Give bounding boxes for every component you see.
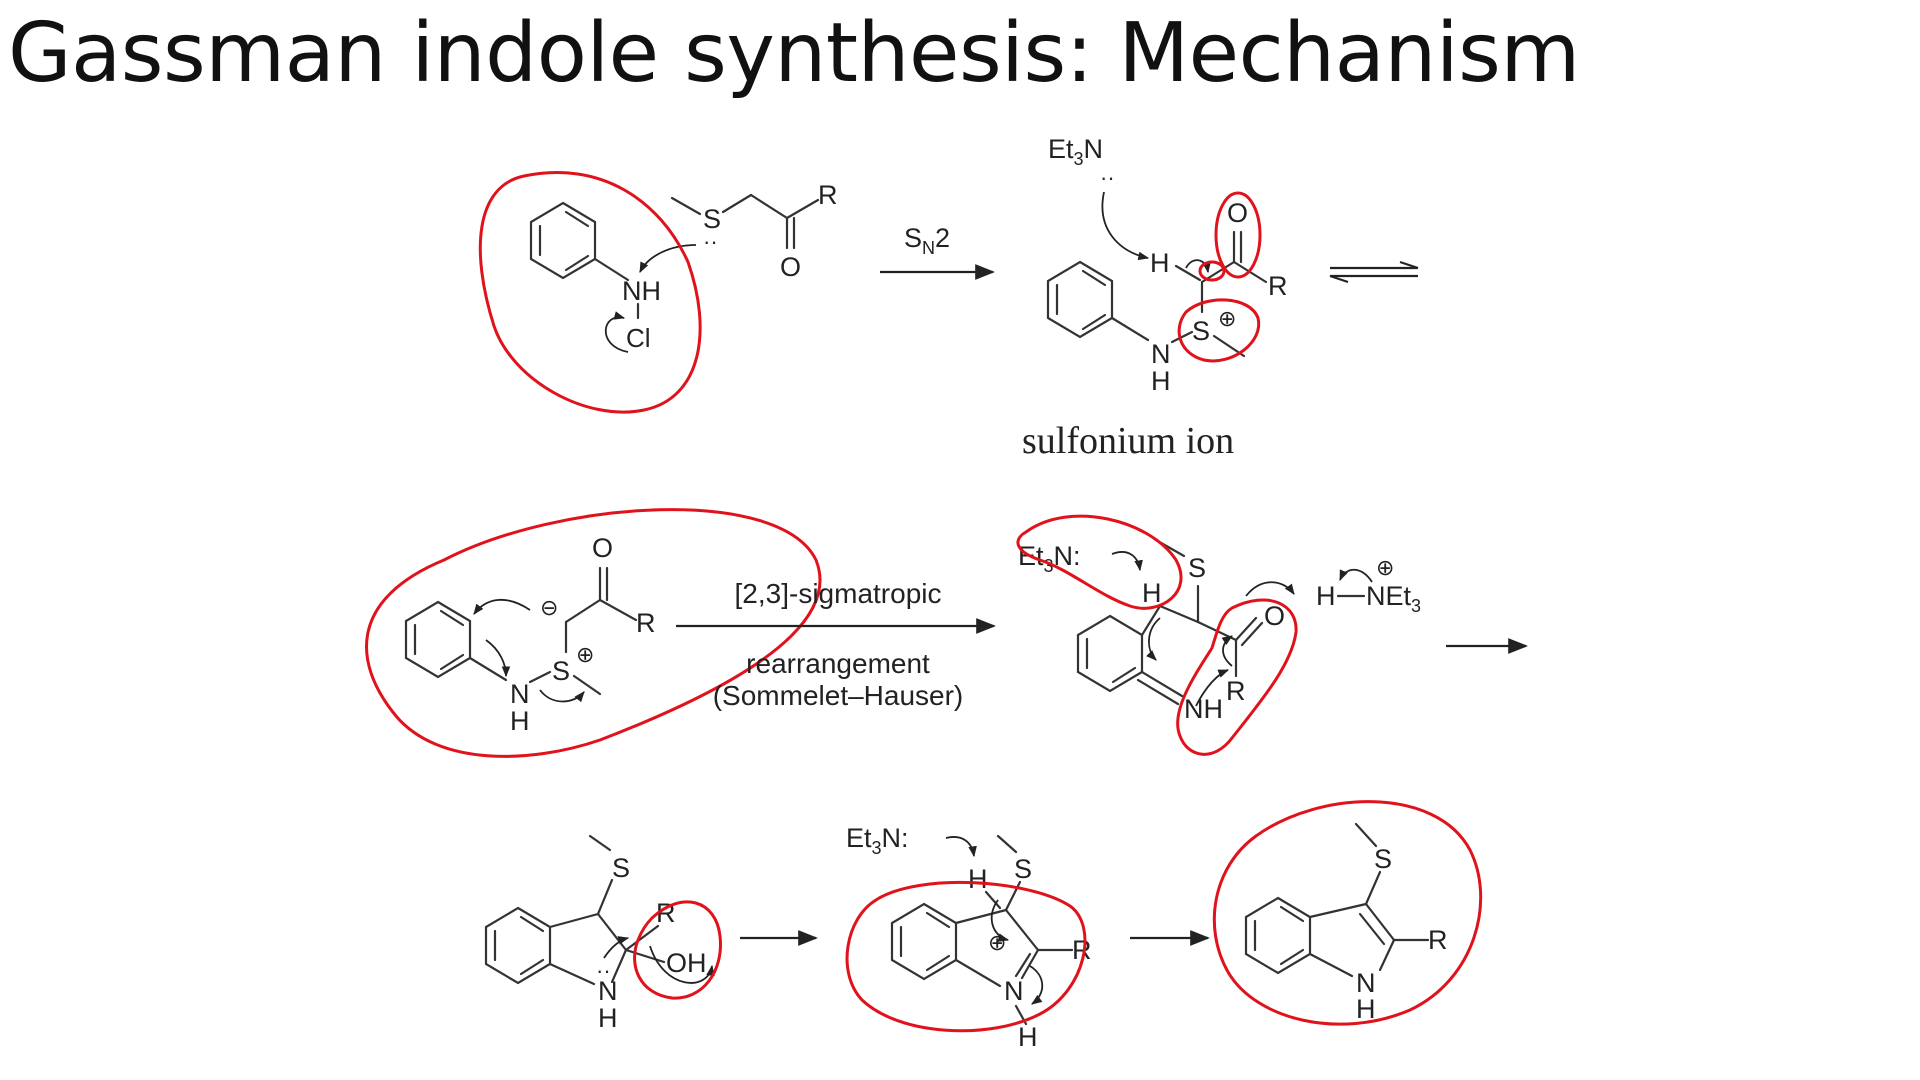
svg-text:[2,3]-sigmatropic: [2,3]-sigmatropic: [735, 578, 942, 609]
svg-text:Et3N: Et3N: [1048, 134, 1103, 169]
red-circle-nchloroaniline: [478, 171, 702, 414]
methylthio-ketone: S ·· R O: [639, 180, 838, 282]
n-lone-pair-dots: ··: [596, 958, 611, 983]
svg-text:rearrangement: rearrangement: [746, 648, 930, 679]
red-circle-carbonyl-imine: [1176, 598, 1298, 756]
indoleninium-intermediate: N ⊕ H H S R: [890, 834, 1092, 1052]
n-label: N: [598, 976, 618, 1006]
equilibrium-arrows: [1329, 261, 1419, 283]
s-label: S: [1374, 844, 1392, 874]
red-circle-base-h: [1016, 514, 1183, 610]
s-plus-charge: ⊕: [1218, 306, 1236, 331]
red-circle-hydroxyl: [633, 900, 722, 1000]
r-label: R: [1072, 935, 1092, 965]
red-circle-carbonyl-o: [1214, 191, 1262, 279]
oh-label: OH: [666, 948, 707, 978]
n-label: N: [1004, 976, 1024, 1006]
sulfonium-ylide: N H S ⊕ ⊖ R O: [404, 533, 656, 736]
cl-leaving-arrow: [604, 311, 629, 353]
svg-text:Et3N:: Et3N:: [1018, 541, 1081, 576]
h-label: H: [968, 864, 988, 894]
sulfonium-ion: N H S ⊕ H R O: [1046, 198, 1288, 396]
s-attack-arrow: [639, 244, 697, 273]
sulfonium-caption: sulfonium ion: [1022, 420, 1234, 462]
n-label: N: [510, 679, 530, 709]
s-lone-pair-dots: ··: [703, 229, 718, 254]
s-label: S: [1188, 553, 1206, 583]
n-lone-pair-dots: ··: [1100, 165, 1115, 190]
o-label: O: [780, 252, 801, 282]
red-circle-sulfonium: [1177, 298, 1261, 363]
n-chloroaniline: NH Cl: [529, 201, 661, 353]
cl-label: Cl: [626, 323, 651, 353]
r-label: R: [818, 180, 838, 210]
n-label: N: [1151, 339, 1171, 369]
hemiaminal-intermediate: N H ·· S R OH: [484, 834, 715, 1033]
ammonium-plus-charge: ⊕: [1376, 555, 1394, 580]
red-circle-indole-product: [1212, 800, 1483, 1026]
s-label: S: [612, 853, 630, 883]
deprotonation-arrow-1: [1101, 191, 1150, 261]
s-label: S: [552, 656, 570, 686]
o-label: O: [1227, 198, 1248, 228]
svg-text:NEt3: NEt3: [1366, 581, 1421, 616]
r-label: R: [1226, 676, 1246, 706]
nh-h-label: H: [1018, 1022, 1038, 1052]
n-label: N: [1356, 968, 1376, 998]
nh-h-label: H: [1356, 994, 1376, 1024]
red-circle-ylide: [365, 508, 822, 758]
h-label: H: [1142, 578, 1162, 608]
carbanion-charge: ⊖: [540, 595, 558, 620]
s-label: S: [703, 204, 721, 234]
rearranged-imine-intermediate: H S O R NH: [1076, 538, 1295, 724]
svg-text:SN2: SN2: [904, 223, 950, 258]
s-label: S: [1192, 316, 1210, 346]
sigmatropic-arrow: [2,3]-sigmatropic rearrangement (Sommele…: [676, 578, 996, 711]
s-label: S: [1014, 854, 1032, 884]
nh-h-label: H: [510, 706, 530, 736]
r-label: R: [1428, 925, 1448, 955]
red-circle-indoleninium: [845, 880, 1087, 1033]
r-label: R: [1268, 271, 1288, 301]
o-label: O: [1264, 601, 1285, 631]
nh-label: NH: [1184, 694, 1223, 724]
r-label: R: [636, 608, 656, 638]
s-plus-charge: ⊕: [576, 642, 594, 667]
o-label: O: [592, 533, 613, 563]
svg-text:Et3N:: Et3N:: [846, 823, 909, 858]
triethylamine-base-row3: Et3N:: [846, 823, 977, 858]
triethylammonium: H NEt3 ⊕: [1316, 555, 1421, 616]
slide-title: Gassman indole synthesis: Mechanism: [8, 6, 1580, 101]
triethylamine-base-row1: Et3N ··: [1048, 134, 1150, 261]
svg-text:(Sommelet–Hauser): (Sommelet–Hauser): [713, 680, 964, 711]
red-circle-alpha-h: [1198, 260, 1226, 282]
h-label: H: [1150, 248, 1170, 278]
indole-product: N H S R: [1244, 822, 1448, 1024]
nh-label: NH: [622, 276, 661, 306]
nh-h-label: H: [1151, 366, 1171, 396]
ammonium-h: H: [1316, 581, 1336, 611]
sn2-arrow: SN2: [880, 223, 995, 280]
nh-h-label: H: [598, 1003, 618, 1033]
